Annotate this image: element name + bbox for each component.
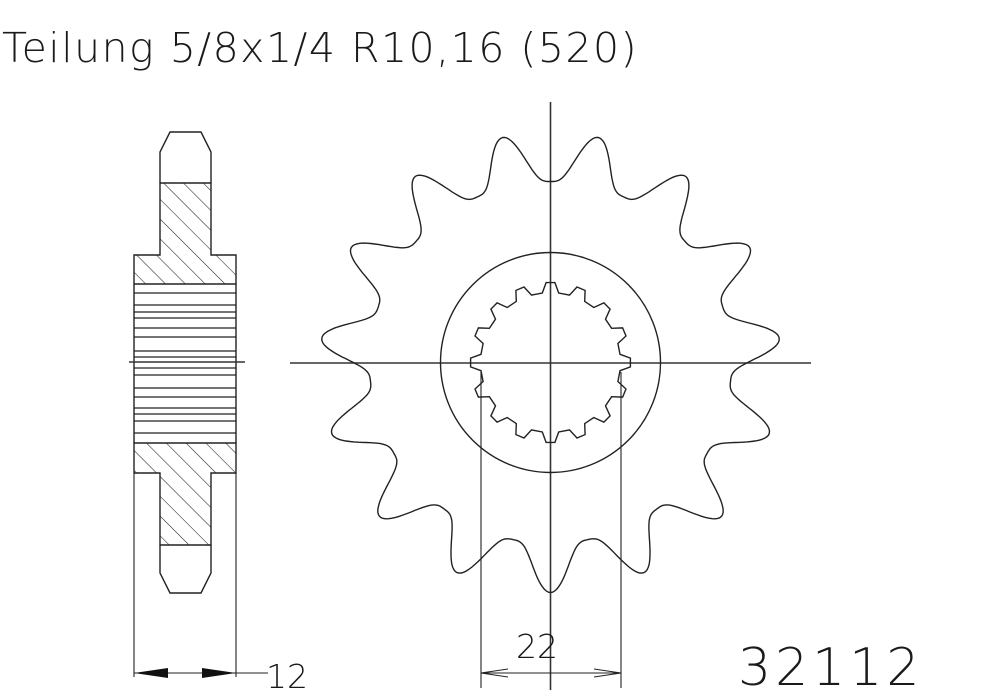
upper-tooth-profile	[159, 131, 212, 183]
inner-spline-bore	[469, 281, 632, 444]
hub-circle	[439, 251, 662, 474]
front-view: 22	[290, 102, 811, 690]
arrow-left-icon	[134, 668, 168, 678]
upper-hatch-section	[133, 182, 237, 285]
part-number: 32112	[738, 638, 923, 698]
bore-arrow-right-icon	[593, 668, 622, 678]
side-profile-view: 12	[129, 131, 308, 696]
bore-dimension-label: 22	[516, 627, 558, 666]
bore-spline-lines	[134, 292, 236, 434]
drawing-title: Teilung 5/8x1/4 R10,16 (520)	[2, 24, 638, 72]
arrow-right-icon	[202, 668, 236, 678]
lower-hatch-section	[133, 442, 237, 546]
width-dimension-label: 12	[266, 657, 308, 696]
sprocket-outer-teeth	[321, 136, 780, 594]
bore-arrow-left-icon	[480, 668, 509, 678]
lower-tooth-profile	[159, 545, 212, 594]
